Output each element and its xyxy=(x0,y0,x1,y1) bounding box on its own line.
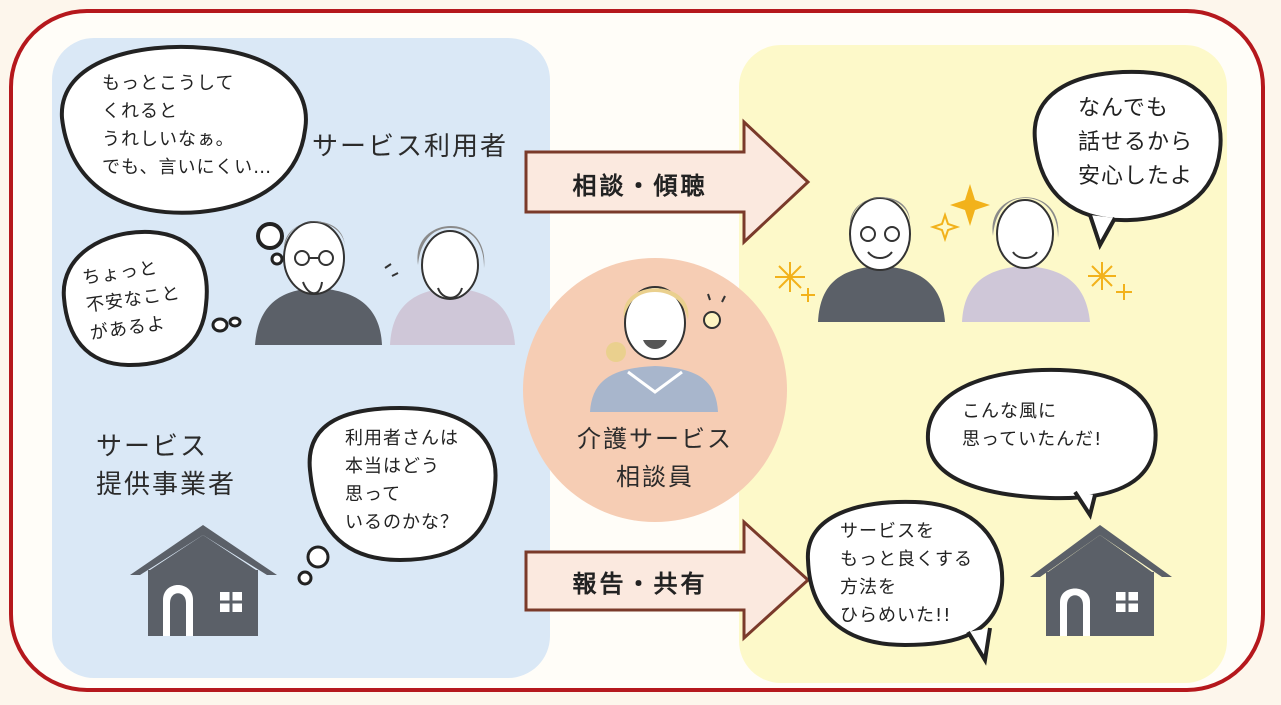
service-provider-label: サービス 提供事業者 xyxy=(96,432,237,500)
counselor-circle xyxy=(523,258,787,522)
user-relief-bubble xyxy=(1032,69,1223,250)
arrow-consult xyxy=(524,118,811,246)
arrow-report xyxy=(524,518,811,642)
house-icon xyxy=(1030,525,1172,636)
lightbulb-icon xyxy=(703,293,726,329)
provider-surprise-text: こんな風に 思っていたんだ! xyxy=(962,401,1103,450)
provider-question-text: 利用者さんは 本当はどう 思って いるのかな？ xyxy=(345,428,459,533)
arrow-report-label: 報告・共有 xyxy=(572,570,708,598)
provider-idea-bubble xyxy=(805,499,1005,666)
elderly-man-happy xyxy=(818,197,945,322)
sparkle-icon xyxy=(775,184,1132,302)
user-worry-text: ちょっと 不安なこと があるよ xyxy=(81,257,182,345)
service-user-label: サービス利用者 xyxy=(312,132,509,162)
arrow-consult-label: 相談・傾聴 xyxy=(572,172,708,200)
house-icon xyxy=(130,525,277,636)
provider-question-bubble xyxy=(297,405,498,586)
elderly-woman-worried xyxy=(384,225,515,345)
user-relief-text: なんでも 話せるから 安心したよ xyxy=(1078,96,1194,189)
elderly-man-worried xyxy=(255,221,382,345)
provider-idea-text: サービスを もっと良くする 方法を ひらめいた!! xyxy=(840,521,973,626)
counselor-label: 介護サービス 相談員 xyxy=(577,425,733,491)
user-wish-text: もっとこうして くれると うれしいなぁ。 でも、言いにくい… xyxy=(102,73,273,178)
user-worry-bubble xyxy=(61,229,242,368)
user-wish-bubble xyxy=(59,44,308,266)
provider-surprise-bubble xyxy=(925,367,1158,520)
elderly-woman-happy xyxy=(962,197,1090,322)
